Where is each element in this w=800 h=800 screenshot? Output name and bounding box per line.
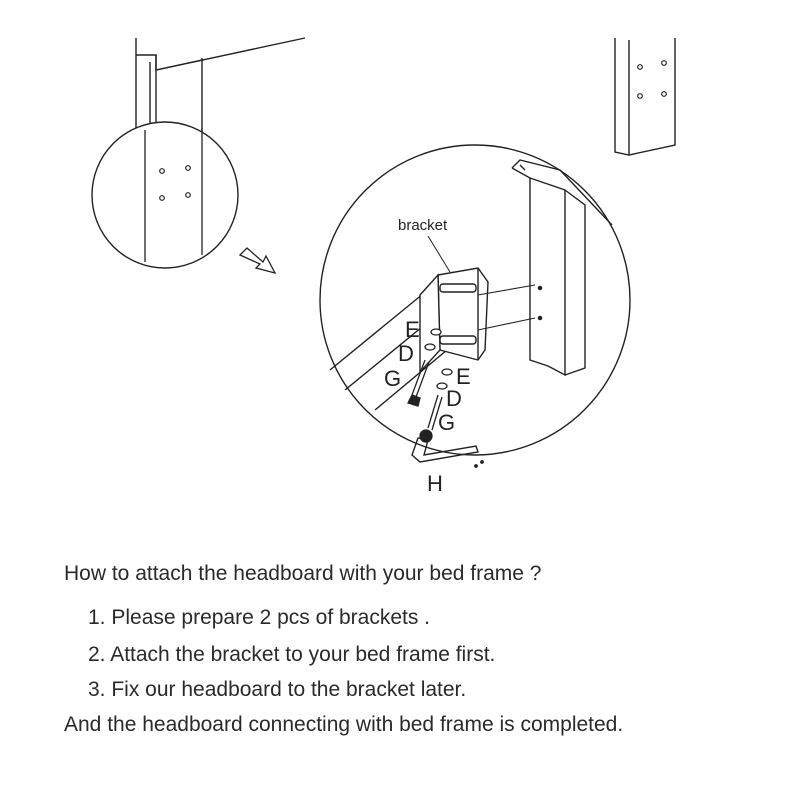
bolt-holes-right [637, 60, 667, 99]
instruction-conclusion: And the headboard connecting with bed fr… [64, 713, 624, 736]
left-detail-circle [91, 121, 239, 269]
label-g-top: G [384, 366, 401, 391]
instruction-step-2: 2. Attach the bracket to your bed frame … [88, 643, 496, 666]
label-g-bottom: G [438, 410, 455, 435]
alignment-lines [477, 284, 536, 331]
label-e-top: E [405, 317, 420, 342]
label-d-bottom: D [446, 386, 462, 411]
direction-arrow-icon [238, 247, 277, 275]
assembly-diagram: bracket E D G E D G H [91, 37, 676, 496]
bed-post-in-detail [511, 159, 613, 377]
instruction-question: How to attach the headboard with your be… [64, 562, 542, 585]
instruction-step-3: 3. Fix our headboard to the bracket late… [88, 678, 467, 701]
label-bracket: bracket [398, 217, 448, 234]
hex-key-tool [411, 437, 484, 468]
label-h: H [427, 471, 443, 496]
bracket [419, 267, 489, 374]
label-d-top: D [398, 341, 414, 366]
bolt-set-top [407, 328, 442, 407]
bracket-detail-circle: bracket E D G E D G H [319, 144, 631, 496]
instruction-step-1: 1. Please prepare 2 pcs of brackets . [88, 606, 431, 629]
label-e-bottom: E [456, 364, 471, 389]
right-headboard-post [614, 38, 676, 156]
bolt-holes-left [159, 165, 191, 201]
